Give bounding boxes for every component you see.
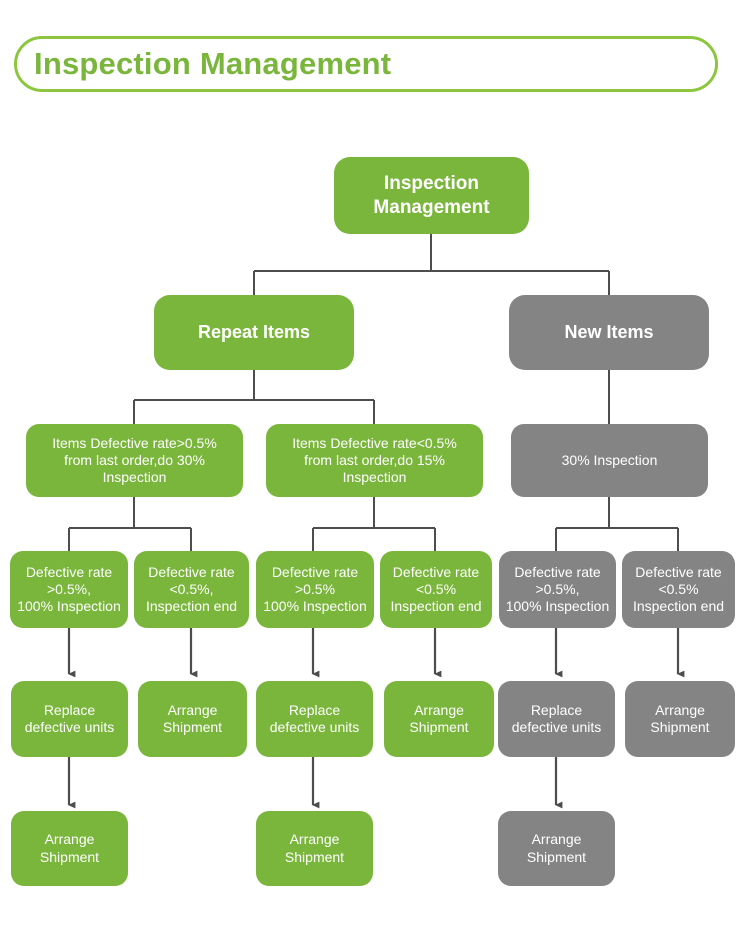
- node-new-30-percent-inspection[interactable]: 30% Inspection: [511, 424, 708, 497]
- node-action-replace-3[interactable]: Replace defective units: [498, 681, 615, 757]
- node-action-shipment-2[interactable]: Arrange Shipment: [384, 681, 494, 757]
- node-final-shipment-1[interactable]: Arrange Shipment: [11, 811, 128, 886]
- node-final-shipment-3[interactable]: Arrange Shipment: [498, 811, 615, 886]
- node-result-new-under[interactable]: Defective rate <0.5% Inspection end: [622, 551, 735, 628]
- node-new-items[interactable]: New Items: [509, 295, 709, 370]
- node-action-shipment-1[interactable]: Arrange Shipment: [138, 681, 247, 757]
- page-header-frame: [14, 36, 718, 92]
- node-action-shipment-3[interactable]: Arrange Shipment: [625, 681, 735, 757]
- page-title: Inspection Management: [34, 46, 392, 81]
- node-repeat-low-defect-rate[interactable]: Items Defective rate<0.5% from last orde…: [266, 424, 483, 497]
- node-final-shipment-2[interactable]: Arrange Shipment: [256, 811, 373, 886]
- node-repeat-items[interactable]: Repeat Items: [154, 295, 354, 370]
- node-result-repeat-high-over[interactable]: Defective rate >0.5%, 100% Inspection: [10, 551, 128, 628]
- node-inspection-management[interactable]: Inspection Management: [334, 157, 529, 234]
- node-result-repeat-low-over[interactable]: Defective rate >0.5% 100% Inspection: [256, 551, 374, 628]
- node-result-repeat-high-under[interactable]: Defective rate <0.5%, Inspection end: [134, 551, 249, 628]
- node-action-replace-2[interactable]: Replace defective units: [256, 681, 373, 757]
- node-action-replace-1[interactable]: Replace defective units: [11, 681, 128, 757]
- node-result-new-over[interactable]: Defective rate >0.5%, 100% Inspection: [499, 551, 616, 628]
- node-result-repeat-low-under[interactable]: Defective rate <0.5% Inspection end: [380, 551, 492, 628]
- node-repeat-high-defect-rate[interactable]: Items Defective rate>0.5% from last orde…: [26, 424, 243, 497]
